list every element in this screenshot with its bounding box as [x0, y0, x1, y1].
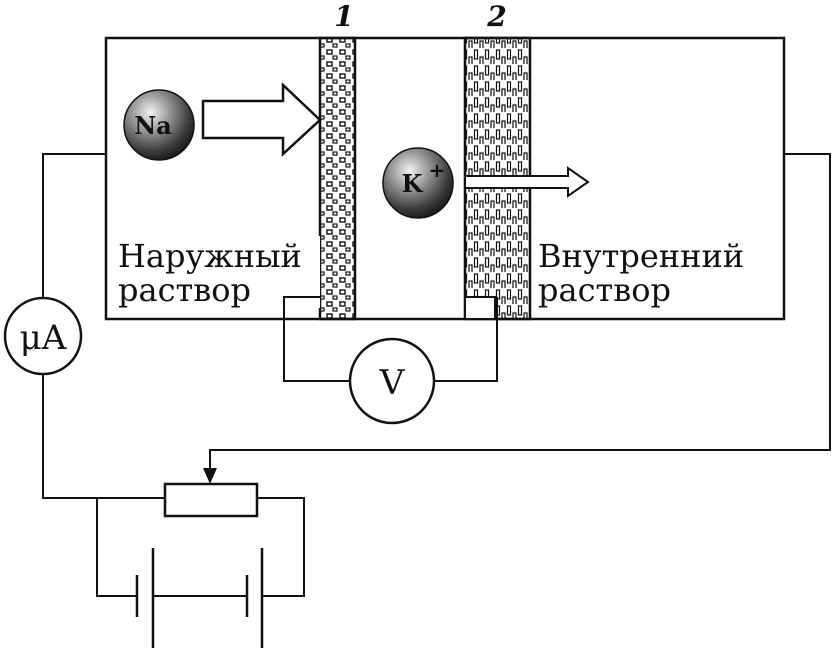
- k-ion-charge: +: [429, 158, 446, 182]
- membrane-2-number: 2: [486, 0, 506, 33]
- membrane-1: [318, 36, 357, 321]
- outer-solution-line2: раствор: [118, 271, 251, 309]
- right-wire: [209, 153, 831, 472]
- voltmeter-label: V: [379, 363, 406, 403]
- k-ion-label: K: [402, 169, 424, 198]
- voltmeter-wire: [283, 296, 350, 382]
- voltmeter-wire-right: [434, 297, 498, 382]
- left-wire-lower: [42, 374, 165, 499]
- battery-wire-left: [96, 497, 165, 597]
- left-wire: [42, 153, 106, 298]
- inner-solution-line1: Внутренний: [538, 237, 744, 275]
- membrane-1-number: 1: [334, 0, 353, 33]
- electrode-2: [464, 296, 496, 320]
- voltmeter: [348, 337, 436, 425]
- inner-label-bg: [536, 236, 780, 308]
- vessel: [104, 36, 786, 321]
- na-flow-arrow: [201, 82, 322, 157]
- slider-arrowhead: [203, 468, 217, 484]
- outer-solution-line1: Наружный: [118, 237, 302, 275]
- inner-solution-line2: раствор: [538, 271, 671, 309]
- k-ion: [382, 147, 454, 219]
- rheostat: [163, 482, 259, 518]
- battery-wire-right: [257, 497, 305, 597]
- na-ion: [123, 89, 195, 161]
- na-ion-label: Na: [134, 111, 172, 140]
- k-flow-arrow: [464, 166, 590, 198]
- microammeter-label: μA: [20, 318, 67, 358]
